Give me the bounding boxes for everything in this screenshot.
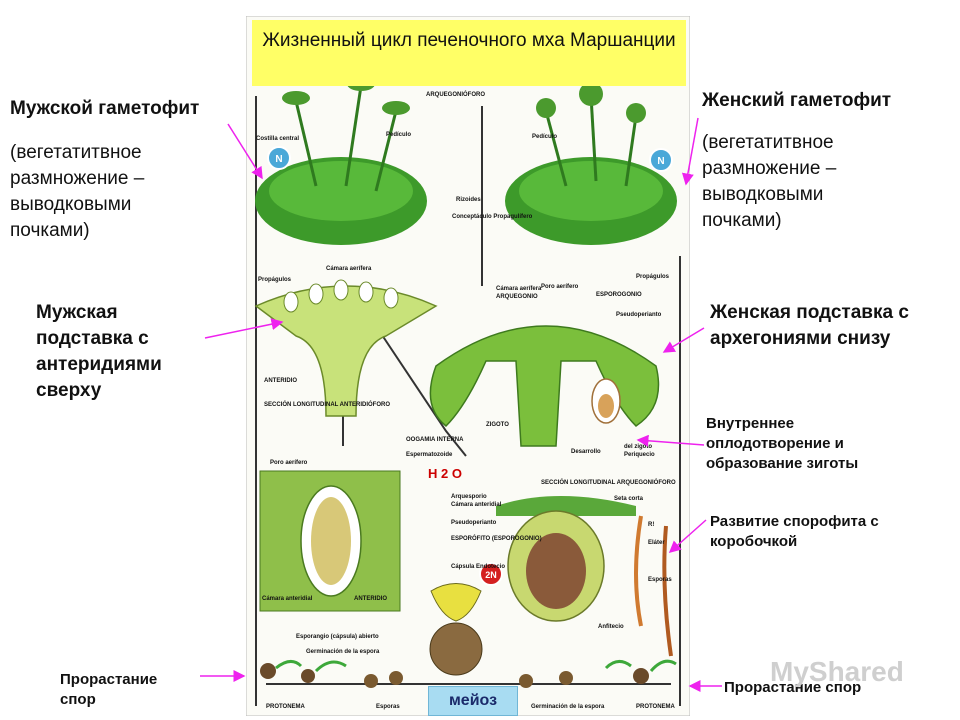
plate-label-periqueico: Periquecio — [624, 452, 655, 458]
plate-label-espermatozoide: Espermatozoide — [406, 452, 453, 458]
spore-germination-right-label: Прорастание спор — [724, 679, 862, 696]
plate-label-elater: Eláter — [648, 540, 665, 546]
plate-label-camara: Cámara aerífera — [326, 266, 372, 272]
plate-label-arquegonioforo: ARQUEGONIÓFORO — [426, 90, 485, 98]
plate-label-esporas-low: Esporas — [376, 704, 400, 710]
plate-label-camara-right: Cámara aerífera — [496, 286, 542, 292]
plate-label-costilla: Costilla central — [256, 136, 299, 142]
plate-label-del-zigoto: del zigoto — [624, 444, 652, 450]
plate-label-zigoto: ZIGOTO — [486, 422, 509, 428]
plate-label-esporangio: Esporangio (cápsula) abierto — [296, 634, 379, 640]
ploidy-2n: 2N — [485, 570, 497, 580]
plate-label-propagulos-right: Propágulos — [636, 274, 670, 280]
plate-label-pediculo: Pedículo — [386, 132, 411, 138]
male-thallus-illustration: N — [255, 77, 427, 245]
plate-label-anteridio-low: ANTERIDIO — [354, 596, 387, 602]
open-capsule-illustration — [429, 583, 483, 676]
plate-label-esporofito: ESPORÓFITO (ESPOROGONIO) — [451, 534, 542, 542]
plate-label-conceptaculo: Conceptáculo Propagulífero — [452, 214, 533, 220]
plate-label-seccion-ant: SECCIÓN LONGITUDINAL ANTERIDIÓFORO — [264, 400, 390, 408]
female-receptacle-illustration — [429, 325, 660, 447]
water-label: H 2 O — [428, 466, 462, 481]
female-gametophyte-note: (вегетатитвное размножение – выводковыми… — [702, 132, 837, 231]
male-gametophyte-note: (вегетатитвное размножение – выводковыми… — [10, 142, 145, 241]
plate-label-pseudoperianto-low: Pseudoperianto — [451, 520, 497, 526]
plate-label-esporas: Esporas — [648, 577, 672, 583]
plate-label-r: R! — [648, 522, 654, 528]
plate-label-rizoides: Rizoides — [456, 197, 481, 203]
plate-label-poro-left: Poro aerífero — [270, 460, 308, 466]
plate-label-protonema-left: PROTONEMA — [266, 704, 306, 710]
male-receptacle-label: Мужская подставка с антеридиями сверху — [36, 302, 162, 401]
fertilization-label: Внутреннее оплодотворение и образование … — [706, 415, 859, 472]
plate-label-capsula: Cápsula Endotecio — [451, 564, 505, 570]
plate-label-camara-ant: Cámara anteridial — [451, 502, 502, 508]
female-thallus-illustration: N — [505, 82, 677, 245]
life-cycle-plate: N N — [246, 16, 690, 716]
plate-label-oogamia: OOGAMIA INTERNA — [406, 437, 464, 443]
male-receptacle-illustration — [254, 279, 438, 417]
ploidy-n-left: N — [275, 154, 282, 165]
plate-label-poro: Poro aerífero — [541, 284, 579, 290]
female-receptacle-label: Женская подставка с архегониями снизу — [710, 302, 909, 349]
plate-label-anfitecio: Anfitecio — [598, 624, 624, 630]
plate-label-pediculo-right: Pedículo — [532, 134, 557, 140]
plate-label-seta: Seta corta — [614, 496, 644, 502]
sporophyte-label: Развитие спорофита с коробочкой — [710, 513, 879, 550]
sporophyte-capsule-illustration: 2N — [479, 496, 673, 657]
male-gametophyte-label: Мужской гаметофит — [10, 98, 200, 119]
ploidy-n-right: N — [657, 156, 664, 167]
plate-label-desarrollo: Desarrollo — [571, 449, 601, 455]
plate-label-germinacion-right: Germinación de la espora — [531, 704, 605, 710]
plate-label-propagulos: Propágulos — [258, 277, 292, 283]
watermark: MyShared — [770, 656, 904, 687]
female-gametophyte-label: Женский гаметофит — [702, 90, 892, 111]
plate-label-seccion-arq: SECCIÓN LONGITUDINAL ARQUEGONIÓFORO — [541, 478, 676, 486]
plate-label-camara-anteridial: Cámara anteridial — [262, 596, 313, 602]
plate-label-germinacion: Germinación de la espora — [306, 649, 380, 655]
plate-label-protonema-right: PROTONEMA — [636, 704, 676, 710]
meiosis-badge: мейоз — [428, 686, 518, 716]
antheridium-illustration — [259, 470, 401, 612]
plate-label-pseudoperianto: Pseudoperianto — [616, 312, 662, 318]
plate-label-arquesporio: Arquesporio — [451, 494, 487, 500]
diagram-title: Жизненный цикл печеночного мха Маршанции — [252, 20, 686, 86]
plate-label-arquegonio: ARQUEGONIO — [496, 294, 538, 300]
protonema-row — [260, 663, 649, 688]
plate-label-anteridio: ANTERIDIO — [264, 378, 297, 384]
spore-germination-left-label: Прорастание спор — [60, 671, 158, 708]
plate-label-esporogonio: ESPOROGONIO — [596, 292, 642, 298]
